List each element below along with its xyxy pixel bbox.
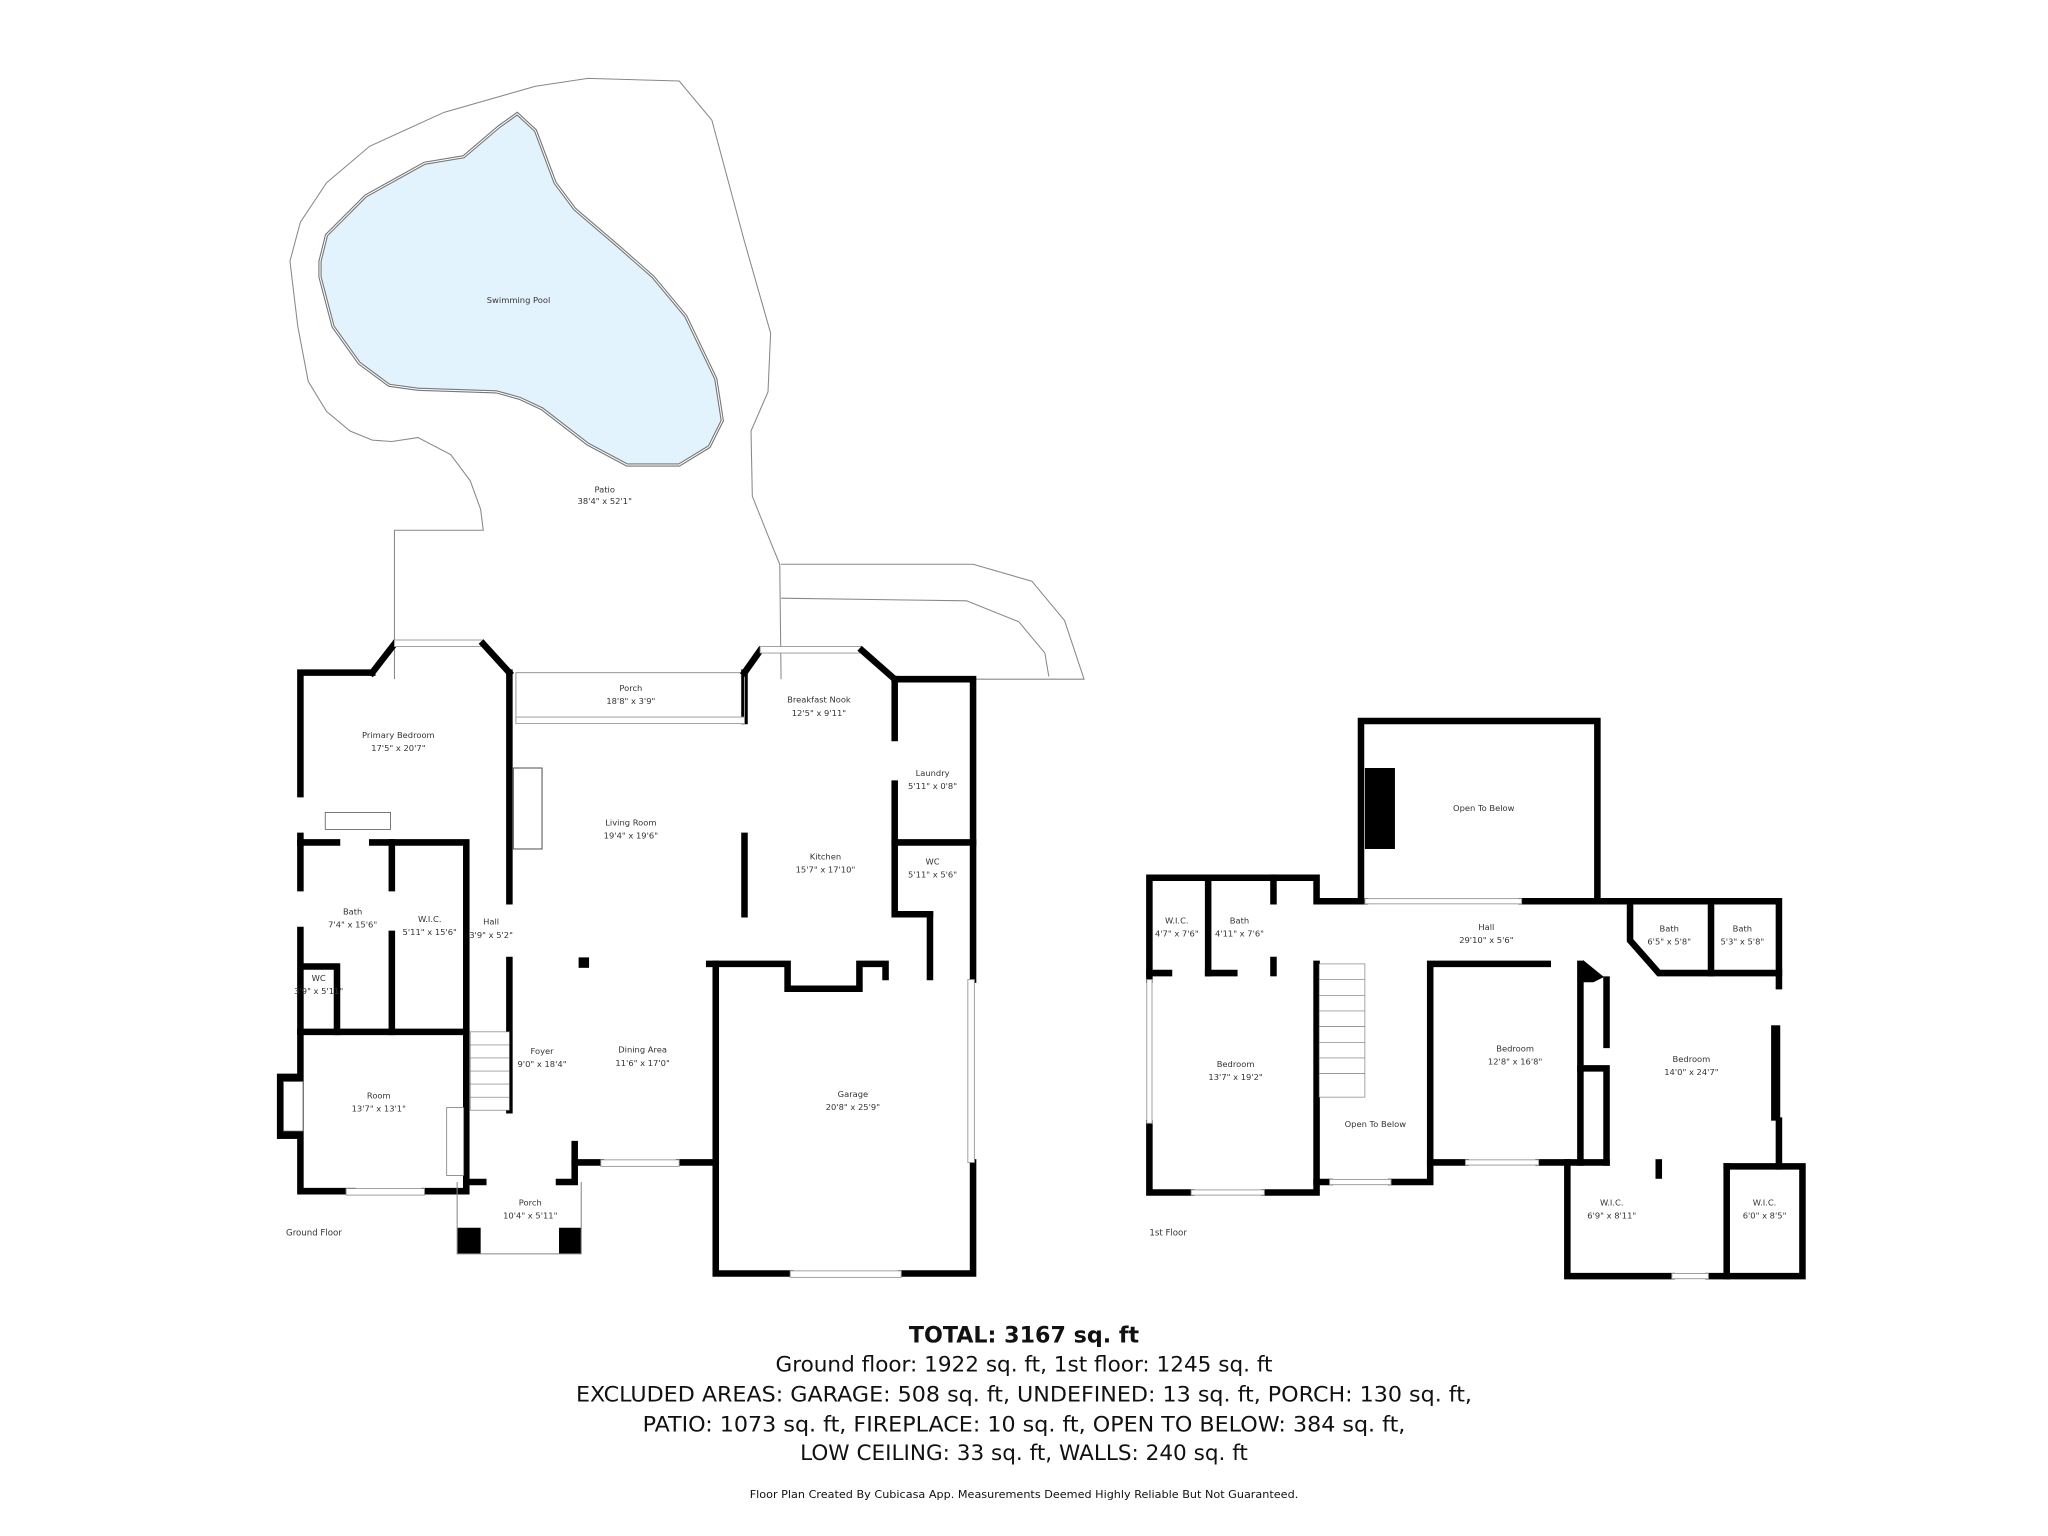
room-dims: 13'7" x 13'1" — [352, 1104, 407, 1114]
room-dims: 5'11" x 5'6" — [908, 870, 957, 880]
first-floor-room-labels: Open To Below W.I.C. 4'7" x 7'6" Bath 4'11… — [1155, 803, 1787, 1221]
room-name: Porch — [519, 1198, 542, 1208]
room-dims: 12'5" x 9'11" — [792, 708, 847, 718]
room-name: Hall — [483, 917, 499, 927]
room-name: WC — [312, 973, 326, 983]
ground-floor-walls — [276, 669, 977, 1277]
room-name: Porch — [619, 683, 642, 693]
first-floor-walls — [1146, 717, 1806, 1280]
ground-floor-label: Ground Floor — [286, 1229, 342, 1239]
room-dims: 10'4" x 5'11" — [503, 1211, 558, 1221]
room-name: Room — [367, 1090, 391, 1100]
room-dims: 6'0" x 8'5" — [1743, 1211, 1787, 1221]
room-name: Living Room — [605, 817, 656, 827]
summary-line: Ground floor: 1922 sq. ft, 1st floor: 12… — [776, 1352, 1273, 1377]
room-name: W.I.C. — [418, 914, 442, 924]
room-dims: 6'5" x 5'8" — [1647, 936, 1691, 946]
room-name: Bedroom — [1496, 1043, 1534, 1053]
room-name: Bath — [1733, 923, 1752, 933]
room-name: Hall — [1478, 922, 1494, 932]
room-dims: 4'7" x 7'6" — [1155, 928, 1199, 938]
room-name: Bedroom — [1217, 1059, 1255, 1069]
room-dims: 11'6" x 17'0" — [615, 1058, 670, 1068]
patio-outline — [289, 77, 1085, 680]
area-summary: TOTAL: 3167 sq. ft Ground floor: 1922 sq… — [576, 1323, 1472, 1501]
summary-line: LOW CEILING: 33 sq. ft, WALLS: 240 sq. f… — [800, 1441, 1248, 1466]
room-name: Open To Below — [1345, 1119, 1407, 1129]
room-name: Bedroom — [1673, 1054, 1711, 1064]
room-dims: 5'11" x 0'8" — [908, 781, 957, 791]
ground-floor-windows — [345, 639, 975, 1278]
room-dims: 18'8" x 3'9" — [606, 696, 655, 706]
room-name: Kitchen — [810, 851, 841, 861]
room-name: Bath — [1230, 915, 1249, 925]
swimming-pool — [318, 111, 724, 467]
svg-text:Patio: Patio — [595, 484, 615, 494]
room-name: Open To Below — [1453, 803, 1515, 813]
room-dims: 14'0" x 24'7" — [1664, 1067, 1719, 1077]
room-dims: 12'8" x 16'8" — [1488, 1056, 1543, 1066]
room-dims: 19'4" x 19'6" — [604, 831, 659, 841]
room-dims: 13'7" x 19'2" — [1208, 1072, 1263, 1082]
room-dims: 15'7" x 17'10" — [796, 864, 856, 874]
room-name: Foyer — [530, 1046, 554, 1056]
room-dims: 5'3" x 5'8" — [1720, 936, 1764, 946]
room-name: Breakfast Nook — [787, 695, 851, 705]
total-area: TOTAL: 3167 sq. ft — [909, 1323, 1140, 1349]
room-name: Laundry — [916, 768, 950, 778]
room-dims: 7'4" x 15'6" — [328, 919, 377, 929]
patio-label: Patio 38'4" x 52'1" — [578, 484, 633, 506]
summary-line: EXCLUDED AREAS: GARAGE: 508 sq. ft, UNDE… — [576, 1382, 1472, 1407]
room-dims: 20'8" x 25'9" — [826, 1102, 881, 1112]
summary-line: PATIO: 1073 sq. ft, FIREPLACE: 10 sq. ft… — [643, 1413, 1406, 1438]
room-dims: 17'5" x 20'7" — [371, 743, 426, 753]
room-dims: 6'9" x 8'11" — [1587, 1211, 1636, 1221]
room-name: Bath — [343, 906, 362, 916]
room-dims: 29'10" x 5'6" — [1459, 935, 1514, 945]
room-name: Bath — [1660, 923, 1679, 933]
room-name: W.I.C. — [1753, 1198, 1777, 1208]
room-name: WC — [926, 857, 940, 867]
room-name: Primary Bedroom — [362, 730, 435, 740]
pool-label: Swimming Pool — [487, 295, 551, 305]
room-dims: 4'11" x 7'6" — [1215, 928, 1264, 938]
room-dims: 9'0" x 18'4" — [518, 1059, 567, 1069]
room-name: Dining Area — [618, 1045, 667, 1055]
ground-floor-room-labels: Primary Bedroom 17'5" x 20'7" Porch 18'8" … — [294, 683, 957, 1221]
room-name: W.I.C. — [1600, 1198, 1624, 1208]
room-name: W.I.C. — [1165, 915, 1189, 925]
room-name: Garage — [838, 1089, 869, 1099]
room-dims: 3'9" x 5'2" — [469, 930, 513, 940]
first-floor-label: 1st Floor — [1149, 1229, 1187, 1239]
disclaimer: Floor Plan Created By Cubicasa App. Meas… — [750, 1489, 1299, 1501]
room-dims: 3'9" x 5'11" — [294, 986, 343, 996]
svg-text:38'4" x 52'1": 38'4" x 52'1" — [578, 496, 633, 506]
room-dims: 5'11" x 15'6" — [403, 927, 458, 937]
